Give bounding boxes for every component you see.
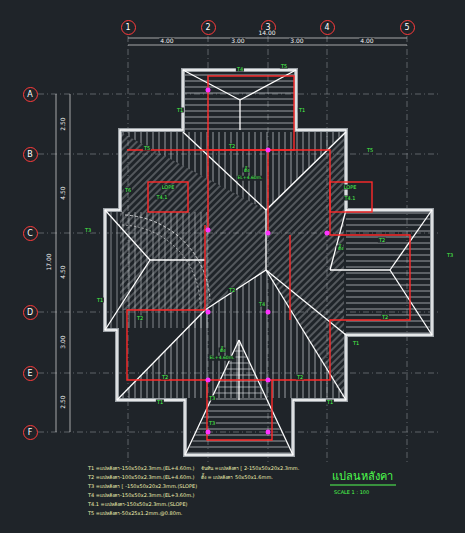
spec-note: T3 =แปหลังคา [ -150x50x20x2.3mm.(SLOPE) — [87, 484, 198, 489]
member-tag: T4 — [236, 67, 244, 72]
member-tag: T2 — [228, 288, 236, 293]
grid-id: E — [27, 369, 32, 378]
member-tag: T2 — [161, 375, 169, 380]
member-tag: T2 — [136, 316, 144, 321]
grid-bubble: 1 — [121, 20, 136, 35]
grid-bubble: 2 — [201, 20, 216, 35]
scale-note: SCALE 1 : 100 — [333, 490, 370, 495]
spec-note: T4.1 =แปหลังคา-150x50x2.3mm.(SLOPE) — [87, 502, 189, 507]
spec-note: T4 =แปหลังคา-150x50x2.3mm.(EL+3.60m.) — [87, 493, 196, 498]
grid-bubble: E — [23, 366, 38, 381]
dimension: 4.00 — [359, 38, 374, 44]
member-tag: T1 — [298, 108, 306, 113]
member-tag: T1 — [176, 108, 184, 113]
dimension: 4.50 — [60, 185, 66, 200]
member-tag: T6 — [124, 188, 132, 193]
grid-bubble: 5 — [400, 20, 415, 35]
member-tag: T2 — [296, 375, 304, 380]
member-tag: ดั้ง — [337, 246, 344, 251]
grid-id: B — [27, 150, 33, 159]
member-tag: T1 — [96, 298, 104, 303]
grid-id: 4 — [324, 23, 329, 32]
member-tag: T2 — [378, 238, 386, 243]
grid-id: D — [27, 308, 33, 317]
dimension: 4.00 — [159, 38, 174, 44]
dimension: 3.00 — [289, 38, 304, 44]
grid-id: 2 — [205, 23, 210, 32]
member-tag: T1 — [326, 400, 334, 405]
dimension: 3.00 — [230, 38, 245, 44]
member-tag: T5 — [366, 148, 374, 153]
drawing-title: แปลนหลังคา — [331, 471, 394, 482]
member-tag: LOPE — [343, 185, 358, 190]
member-tag: T3 — [84, 228, 92, 233]
member-tag: T2 — [381, 315, 389, 320]
member-tag: T3 — [446, 253, 454, 258]
spec-note: T1 =แปหลังคา-150x50x2.3mm.(EL+4.60m.) — [87, 466, 196, 471]
member-tag: T4.1 — [155, 195, 168, 200]
member-tag: T2 — [228, 144, 236, 149]
grid-id: 1 — [125, 23, 130, 32]
spec-note: T5 =แปหลังคา-50x25x1.2mm.@0.80m. — [87, 511, 183, 516]
member-tag: T1 — [156, 400, 164, 405]
grid-bubble: 4 — [320, 20, 335, 35]
member-tag: ดั้ง — [243, 168, 250, 173]
grid-bubble: D — [23, 305, 38, 320]
grid-id: C — [27, 229, 33, 238]
spec-note: จันทัน =แปหลังคา [ 2-150x50x20x2.3mm. — [200, 466, 300, 471]
dimension: 2.50 — [60, 394, 66, 409]
dimension: 4.50 — [60, 264, 66, 279]
spec-note: ดั้ง = แปหลังคา 50x50x1.6mm. — [200, 475, 274, 480]
grid-bubble: F — [23, 425, 38, 440]
member-tag: EL+4.60m. — [237, 176, 264, 181]
member-tag: T5 — [280, 64, 288, 69]
grid-bubble: B — [23, 147, 38, 162]
dimension: 3.00 — [60, 334, 66, 349]
member-tag: T4 — [258, 302, 266, 307]
dimension: 17.00 — [46, 252, 52, 271]
grid-id: 5 — [404, 23, 409, 32]
member-tag: T5 — [143, 146, 151, 151]
grid-id: A — [27, 90, 32, 99]
member-tag: T4.1 — [343, 196, 356, 201]
grid-id: F — [28, 428, 33, 437]
member-tag: EL+4.60m. — [209, 356, 236, 361]
dimension: 2.50 — [60, 116, 66, 131]
member-tag: T3 — [208, 421, 216, 426]
member-tag: LOPE — [161, 185, 176, 190]
member-tag: ดั้ง — [219, 348, 226, 353]
member-tag: T3 — [208, 396, 216, 401]
grid-bubble: C — [23, 226, 38, 241]
grid-bubble: A — [23, 87, 38, 102]
spec-note: T2 =แปหลังคา-100x50x2.3mm.(EL+4.60m.) — [87, 475, 196, 480]
member-tag: T1 — [352, 341, 360, 346]
dimension: 14.00 — [257, 30, 276, 36]
